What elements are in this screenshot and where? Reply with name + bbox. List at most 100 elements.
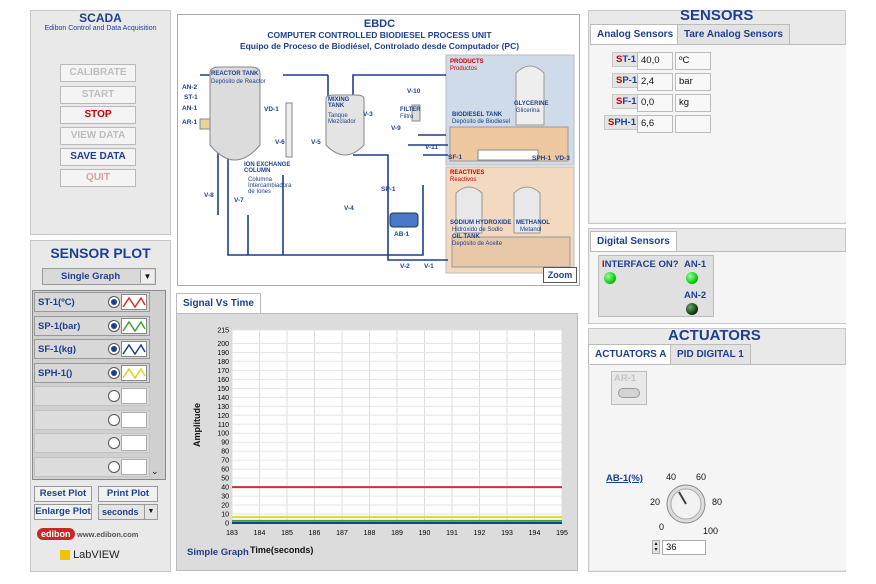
radio-button[interactable] <box>108 390 120 402</box>
tab-signal-vs-time[interactable]: Signal Vs Time <box>176 293 261 313</box>
sensor-value: 40,0 <box>637 52 673 70</box>
sensor-value: 6,6 <box>637 115 673 133</box>
y-tick-label: 80 <box>221 449 229 456</box>
sensor-tag: SP-1 <box>612 73 642 88</box>
sensor-plot-empty-row[interactable] <box>34 409 150 430</box>
reset-plot-button[interactable]: Reset Plot <box>34 486 92 502</box>
diagram-tag: V-1 <box>424 263 434 270</box>
label-reactives: REACTIVES <box>450 170 485 176</box>
y-tick-label: 30 <box>221 494 229 501</box>
label-mixing: MIXING TANK <box>328 97 350 109</box>
y-tick-label: 70 <box>221 458 229 465</box>
x-tick-label: 192 <box>474 530 486 537</box>
y-tick-label: 10 <box>221 512 229 519</box>
sensor-plot-empty-row[interactable] <box>34 386 150 406</box>
diagram-tag: VD-3 <box>555 155 570 162</box>
sensor-plot-empty-row[interactable] <box>34 456 150 477</box>
label-methanol-es: Metanol <box>520 227 542 233</box>
sensor-plot-row[interactable]: SPH-1() <box>34 362 150 383</box>
diagram-tag: V-8 <box>204 192 214 199</box>
ab1-value[interactable]: 36 <box>662 540 706 555</box>
save-data-button[interactable]: SAVE DATA <box>60 148 136 166</box>
units-select[interactable]: seconds ▼ <box>98 504 158 520</box>
sensor-plot-row[interactable]: SF-1(kg) <box>34 339 150 359</box>
radio-button[interactable] <box>108 319 120 332</box>
zoom-button[interactable]: Zoom <box>543 267 577 283</box>
diagram-tag: V-6 <box>275 139 285 146</box>
print-plot-button[interactable]: Print Plot <box>98 486 158 502</box>
label-oil-es: Depósito de Aceite <box>452 241 503 247</box>
graph-mode-value: Single Graph <box>61 271 121 282</box>
x-tick-label: 194 <box>529 530 541 537</box>
list-scroll-down[interactable]: ⌄ <box>151 466 159 476</box>
waveform-icon <box>121 458 147 475</box>
y-tick-label: 215 <box>217 328 229 335</box>
waveform-icon <box>121 341 147 357</box>
quit-button[interactable]: QUIT <box>60 169 136 187</box>
diagram-subtitle-es: Equipo de Proceso de Biodiésel, Controla… <box>239 41 520 51</box>
y-tick-label: 120 <box>217 413 229 420</box>
sensor-plot-row-label: SPH-1() <box>38 367 73 379</box>
y-tick-label: 20 <box>221 503 229 510</box>
sensor-value: 2,4 <box>637 73 673 91</box>
sensors-title: SENSORS <box>680 7 754 24</box>
stop-button[interactable]: STOP <box>60 106 136 124</box>
label-oil: OIL TANK <box>452 234 480 240</box>
x-tick-label: 186 <box>309 530 321 537</box>
diagram-tag: V-2 <box>400 263 410 270</box>
start-button[interactable]: START <box>60 86 136 104</box>
waveform-icon <box>121 411 147 428</box>
diagram-tag: V-10 <box>407 88 421 95</box>
diagram-tag: V-5 <box>311 139 321 146</box>
sensor-plot-row[interactable]: SP-1(bar) <box>34 315 150 336</box>
ar1-toggle[interactable] <box>618 388 640 398</box>
radio-button[interactable] <box>108 296 120 308</box>
label-products: PRODUCTS <box>450 59 484 65</box>
tab-digital-sensors[interactable]: Digital Sensors <box>590 231 677 251</box>
label-glycerine-es: Glicerina <box>516 108 540 114</box>
radio-button[interactable] <box>108 413 120 426</box>
knob-tick-80: 80 <box>712 497 723 507</box>
enlarge-plot-button[interactable]: Enlarge Plot <box>34 504 92 520</box>
y-tick-label: 50 <box>221 476 229 483</box>
graph-mode-select[interactable]: Single Graph ▼ <box>42 268 156 285</box>
diagram-tag: SPH-1 <box>532 155 552 162</box>
label-filter: FILTER <box>400 107 421 113</box>
calibrate-button[interactable]: CALIBRATE <box>60 64 136 82</box>
knob-tick-100: 100 <box>703 526 719 536</box>
y-tick-label: 140 <box>217 395 229 402</box>
diagram-tag: AN-1 <box>182 105 198 112</box>
waveform-icon <box>121 317 147 334</box>
ab1-stepper[interactable]: ▴▾ <box>652 540 660 554</box>
y-tick-label: 200 <box>217 341 229 348</box>
ab1-knob[interactable] <box>646 470 726 540</box>
knob-tick-20: 20 <box>650 497 661 507</box>
y-axis-label: Amplitude <box>192 403 202 447</box>
radio-button[interactable] <box>108 437 120 449</box>
tab-actuators-a[interactable]: ACTUATORS A <box>588 344 674 364</box>
chevron-down-icon: ▼ <box>140 270 154 283</box>
knob-tick-40: 40 <box>666 472 677 482</box>
sensor-plot-row[interactable]: ST-1(ºC) <box>34 292 150 312</box>
units-value: seconds <box>102 507 139 517</box>
label-methanol: METHANOL <box>516 220 550 226</box>
radio-button[interactable] <box>108 366 120 379</box>
tab-analog-sensors[interactable]: Analog Sensors <box>590 24 681 44</box>
scada-title: SCADA <box>79 11 122 25</box>
label-mixing-es: Tanque Mezclador <box>328 113 356 125</box>
piping-svg <box>199 54 575 274</box>
y-tick-label: 60 <box>221 467 229 474</box>
label-reactor-es: Depósito de Reactor <box>211 79 266 85</box>
sensor-unit <box>675 115 711 133</box>
diagram-tag: V-3 <box>363 111 373 118</box>
tab-pid-digital-1[interactable]: PID DIGITAL 1 <box>670 344 751 364</box>
radio-button[interactable] <box>108 343 120 355</box>
sensor-plot-empty-row[interactable] <box>34 433 150 453</box>
diagram-tag: V-9 <box>391 125 401 132</box>
radio-button[interactable] <box>108 460 120 473</box>
label-ion-es: Columna Intercambiadora de Iones <box>248 177 292 195</box>
waveform-icon <box>121 294 147 310</box>
tab-tare-analog-sensors[interactable]: Tare Analog Sensors <box>677 24 790 44</box>
view-data-button[interactable]: VIEW DATA <box>60 127 136 145</box>
